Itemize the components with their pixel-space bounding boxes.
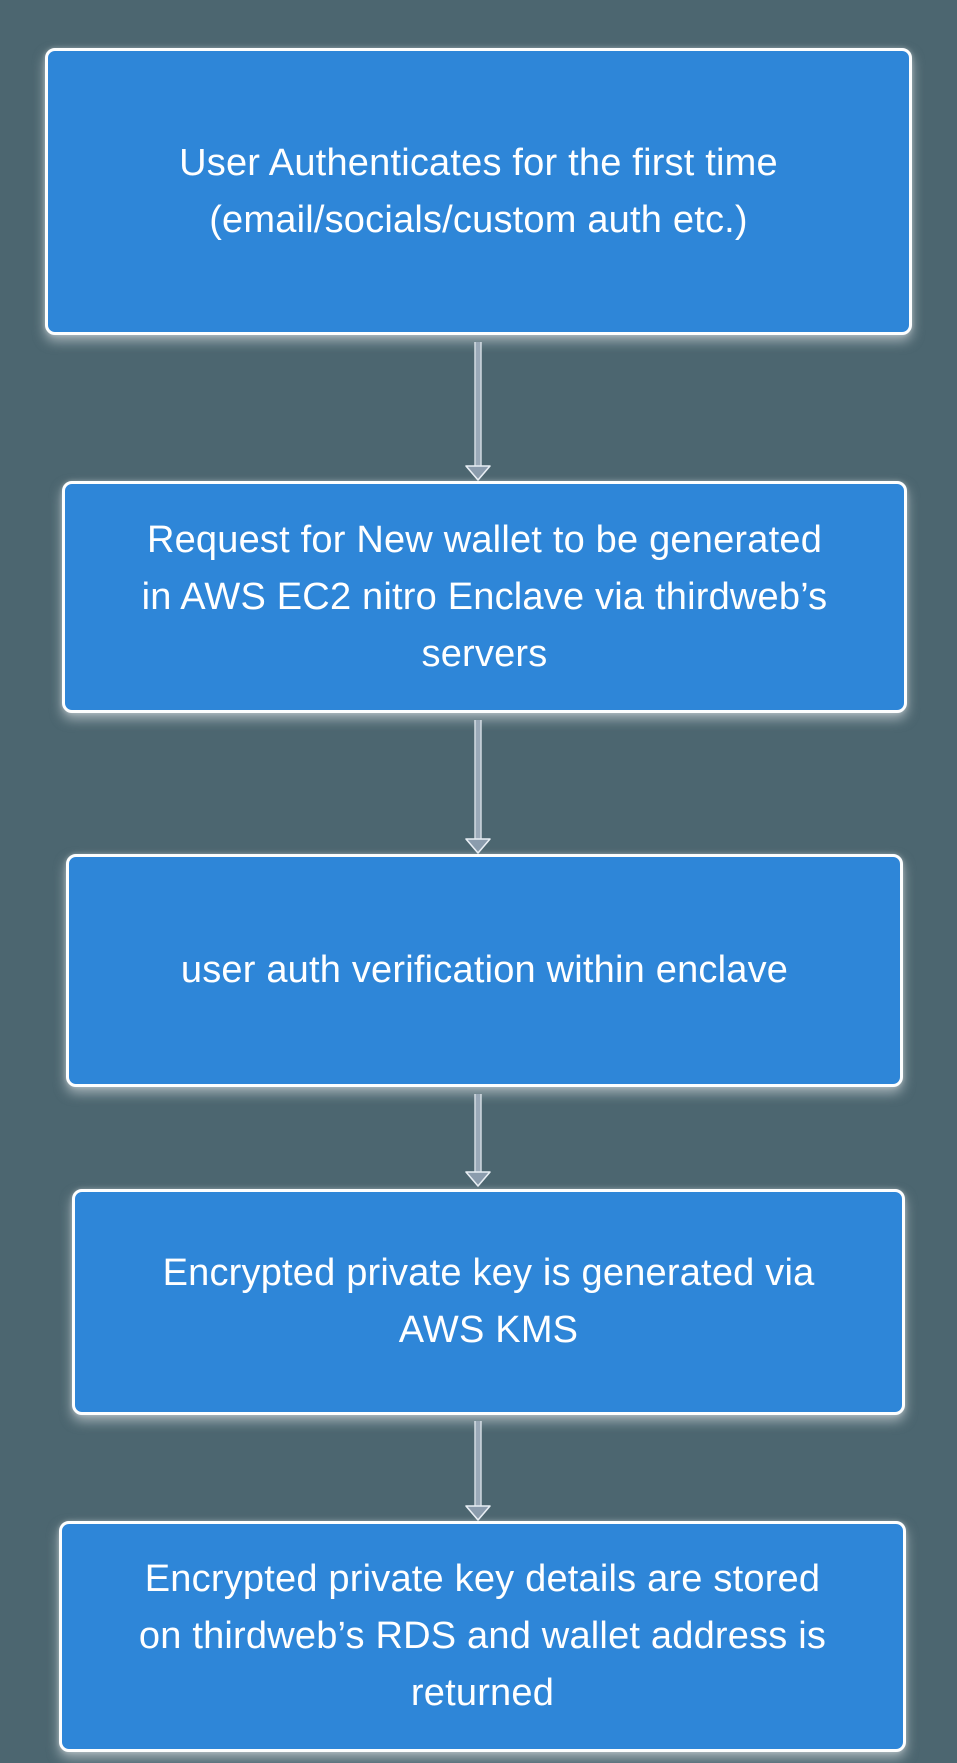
flow-arrow-4 — [465, 1421, 491, 1521]
flow-node-label: Request for New wallet to be generated i… — [141, 518, 828, 675]
flow-arrow-3 — [465, 1094, 491, 1187]
flow-arrow-2 — [465, 720, 491, 854]
flow-node-label: Encrypted private key details are stored… — [138, 1558, 827, 1714]
flow-node-label: Encrypted private key is generated via A… — [162, 1252, 815, 1351]
arrow-head-icon — [465, 1505, 491, 1521]
flow-node-key-generated-kms: Encrypted private key is generated via A… — [72, 1189, 905, 1415]
flow-node-request-new-wallet: Request for New wallet to be generated i… — [62, 481, 907, 713]
arrow-head-icon — [465, 465, 491, 481]
flow-node-auth-verification: user auth verification within enclave — [66, 854, 903, 1087]
flow-node-label: User Authenticates for the first time (e… — [179, 141, 778, 241]
flow-node-user-authenticates: User Authenticates for the first time (e… — [45, 48, 912, 335]
flow-node-label: user auth verification within enclave — [180, 949, 789, 991]
arrow-head-icon — [465, 1171, 491, 1187]
flow-arrow-1 — [465, 342, 491, 481]
flow-node-key-stored-rds: Encrypted private key details are stored… — [59, 1521, 906, 1752]
arrow-head-icon — [465, 838, 491, 854]
